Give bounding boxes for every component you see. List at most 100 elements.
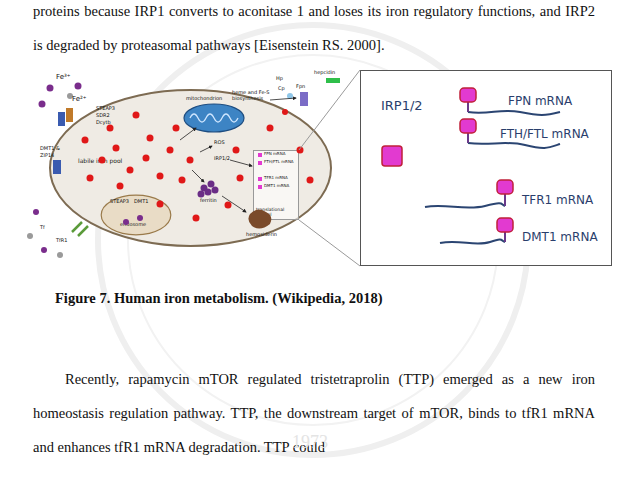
mini-irp xyxy=(258,153,262,157)
irp-square xyxy=(382,146,402,166)
ire-loop xyxy=(497,218,513,232)
mrna-label: FPN mRNA xyxy=(264,152,285,157)
flow-arrow xyxy=(192,170,204,182)
flow-arrow xyxy=(180,128,196,140)
ros-label: ROS xyxy=(214,140,225,146)
iron-dot xyxy=(133,112,140,119)
protein-label: hepcidin xyxy=(314,70,335,76)
ferric-dot xyxy=(137,215,143,221)
ferroportin xyxy=(300,92,308,106)
mrna-label: TFR1 mRNA xyxy=(264,176,288,181)
mrna-label: DMT1 mRNA xyxy=(522,231,598,245)
hepcidin-mark xyxy=(326,78,340,83)
mrna-lines xyxy=(425,102,560,244)
ion-label: Fe²⁺ xyxy=(72,95,86,103)
protein-label: Fpn xyxy=(296,84,305,90)
stem xyxy=(468,102,505,242)
iron-dot xyxy=(87,175,94,182)
mrna-strand xyxy=(468,143,560,148)
ferric-dot xyxy=(39,101,46,108)
cell-outline: labile iron pool endosome translational co… xyxy=(48,88,333,248)
mini-irp xyxy=(258,185,262,189)
protein-label: Tf xyxy=(40,225,45,231)
ferric-dot xyxy=(123,219,129,225)
translation-label: translational control xyxy=(256,207,298,217)
ferric-dot xyxy=(75,83,82,90)
ion-label: Fe³⁺ xyxy=(56,73,70,81)
ferritin-cluster xyxy=(198,181,219,198)
iron-dot xyxy=(117,183,124,190)
iron-dot xyxy=(157,201,164,208)
transporter xyxy=(58,112,65,126)
iron-dot xyxy=(297,147,304,154)
mrna-label: TFR1 mRNA xyxy=(522,194,593,208)
gray-dot xyxy=(27,233,33,239)
iron-dot xyxy=(179,177,186,184)
iron-dot xyxy=(307,177,314,184)
protein-label: SDR2 xyxy=(96,113,110,119)
cristae xyxy=(190,114,238,122)
process-label: heme and Fe-S biosynthesis xyxy=(232,90,276,102)
irp-label: IRP1/2 xyxy=(381,99,423,114)
mini-mrna xyxy=(258,153,262,189)
protein-label: Cp xyxy=(278,86,285,92)
watermark-text: 1973 xyxy=(292,432,328,453)
pool-label: labile iron pool xyxy=(78,158,122,165)
protein-label: STEAP3 xyxy=(96,106,115,112)
mrna-label: DMT1 mRNA xyxy=(264,184,289,189)
iron-dot xyxy=(233,147,240,154)
ferric-dot xyxy=(41,247,47,253)
cp-mark xyxy=(287,93,293,99)
iron-dot xyxy=(193,215,200,222)
ire-loops xyxy=(460,88,513,232)
gray-dots xyxy=(27,93,73,258)
mrna-strand xyxy=(440,240,505,244)
mini-irp xyxy=(258,177,262,181)
protein-label: ZIP14 xyxy=(40,153,54,159)
protein-label: Hp xyxy=(276,76,283,82)
flow-arrow xyxy=(222,196,246,212)
iron-dot xyxy=(157,173,164,180)
ire-loop xyxy=(497,180,513,194)
protein-label: hemosiderin xyxy=(246,232,277,238)
iron-dot xyxy=(107,125,114,132)
flow-arrow xyxy=(270,98,296,100)
protein-label: DMT1 & xyxy=(40,146,60,152)
endosome-outline-shape xyxy=(101,195,171,235)
ire-loop xyxy=(460,119,476,133)
flow-arrow xyxy=(200,146,212,152)
zoom-connector xyxy=(299,70,360,266)
organelle-label: mitochondrion xyxy=(186,96,222,102)
hemosiderin-blob xyxy=(248,209,271,228)
protein-label: DMT1 xyxy=(134,199,148,205)
iron-dot xyxy=(187,157,194,164)
endosome-label: endosome xyxy=(120,222,146,228)
gray-dot xyxy=(57,252,63,258)
iron-dot xyxy=(113,145,120,152)
mrna-label: FTH/FTL mRNA xyxy=(500,128,589,142)
tfr1-receptor xyxy=(72,222,88,236)
mrna-label: FTH/FTL mRNA xyxy=(264,160,294,165)
ferritin-dot xyxy=(198,191,205,198)
ferritin-dot xyxy=(212,187,219,194)
mrna-strand xyxy=(468,111,560,115)
mrna-strand xyxy=(425,203,505,207)
flow-arrow xyxy=(230,160,252,166)
iron-dot xyxy=(173,125,180,132)
iron-dot xyxy=(167,147,174,154)
protein-label: STEAP3 xyxy=(110,199,129,205)
ferritin-dot xyxy=(205,189,212,196)
ferritin-dot xyxy=(208,181,215,188)
iron-dot xyxy=(282,109,288,115)
protein-label: TfR1 xyxy=(56,238,67,244)
protein-label: Dcytb xyxy=(96,120,111,126)
mitochondrion xyxy=(184,104,244,132)
ferric-dots xyxy=(33,83,143,254)
transporter xyxy=(53,160,61,174)
iron-dot xyxy=(225,202,232,209)
transporter xyxy=(66,108,73,122)
ferric-dot xyxy=(47,85,54,92)
iron-dot xyxy=(237,175,244,182)
iron-dot xyxy=(99,157,106,164)
